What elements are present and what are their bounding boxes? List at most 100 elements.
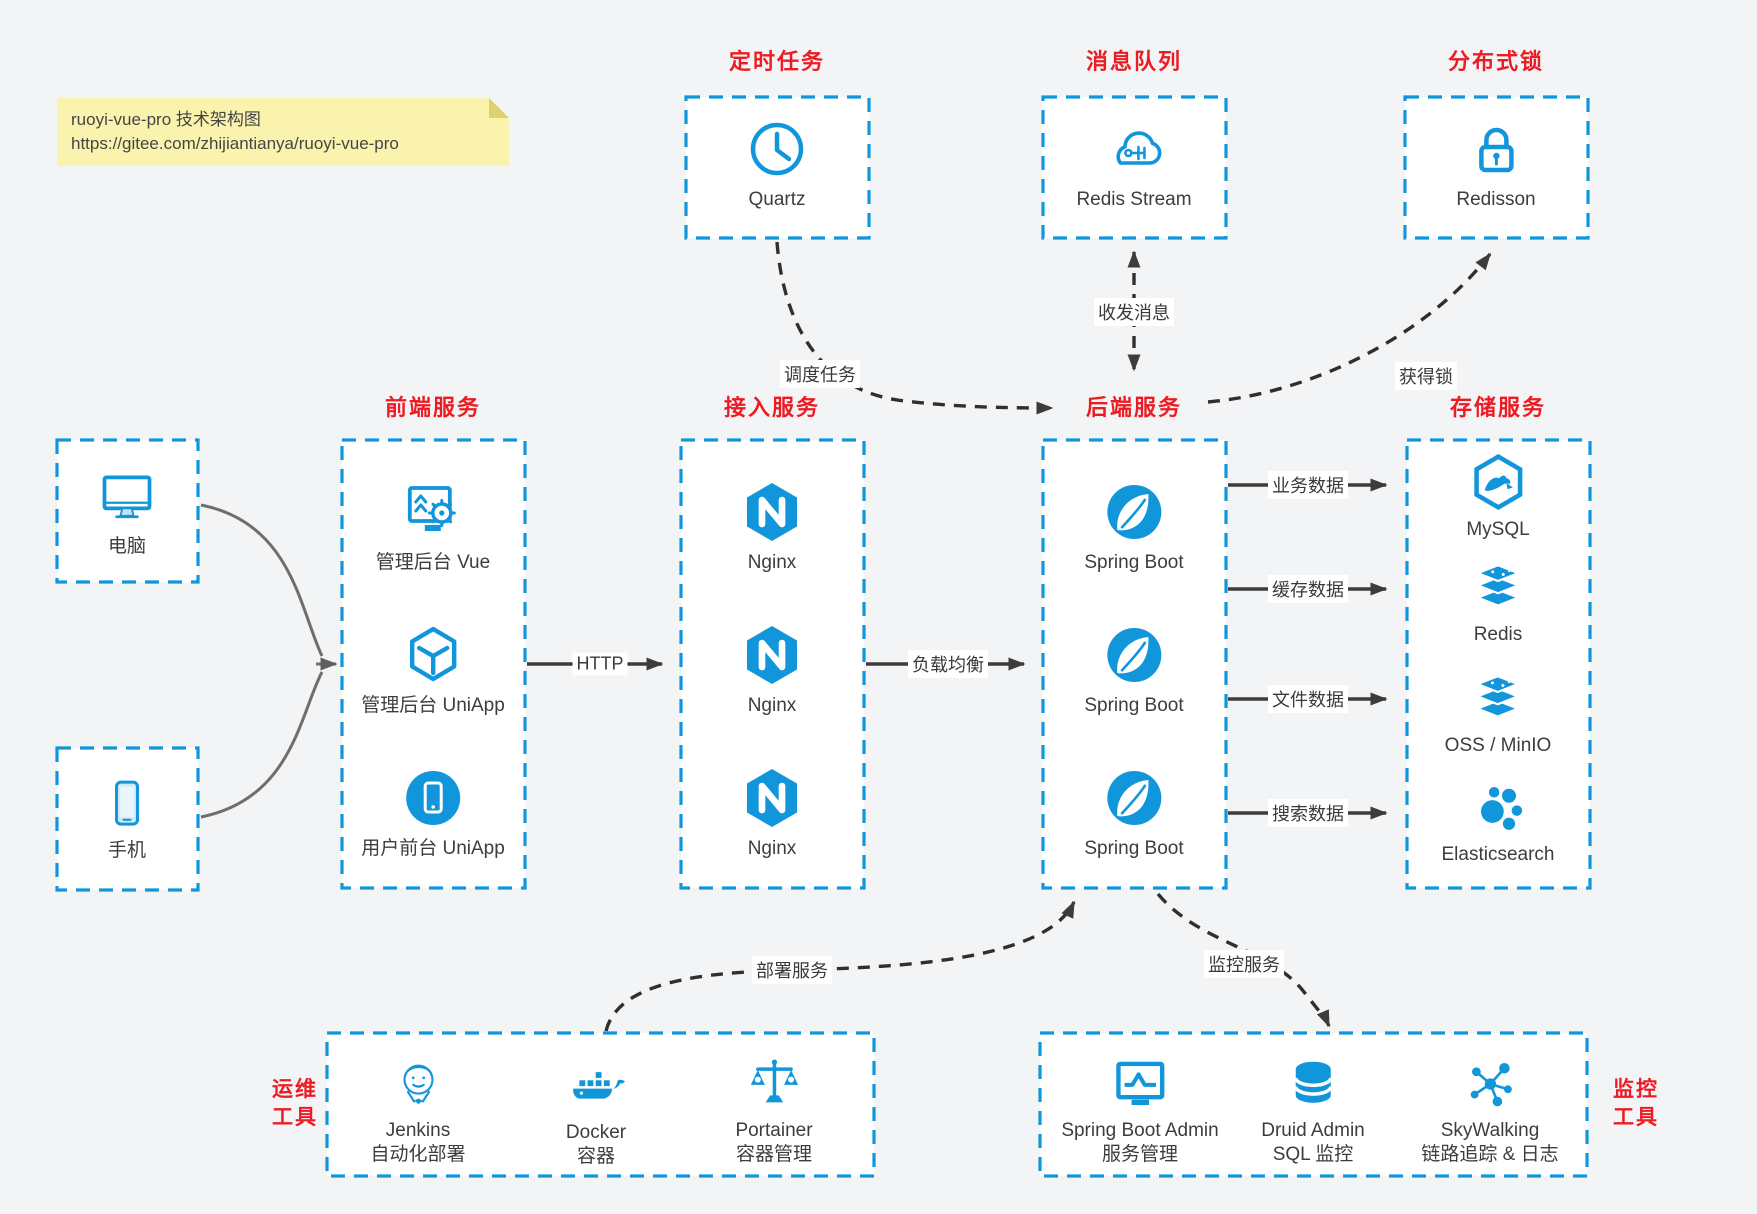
node-redisson[interactable]: Redisson xyxy=(1456,117,1536,212)
nginx-icon xyxy=(740,480,804,544)
title-ops-tools: 运维工具 xyxy=(272,1078,318,1129)
database-icon xyxy=(1285,1056,1341,1112)
node-label: Spring Boot xyxy=(1084,552,1184,573)
edge-label-load-balance: 负载均衡 xyxy=(908,650,988,678)
node-spring-boot-1[interactable]: Spring Boot xyxy=(1084,480,1184,575)
node-label: Druid Admin xyxy=(1261,1120,1365,1141)
phone-icon xyxy=(99,776,155,832)
node-elasticsearch[interactable]: Elasticsearch xyxy=(1442,780,1555,867)
title-frontend: 前端服务 xyxy=(384,395,482,420)
node-druid-admin[interactable]: Druid Admin SQL 监控 xyxy=(1261,1056,1365,1167)
spring-icon xyxy=(1102,766,1166,830)
node-label: Jenkins xyxy=(385,1120,451,1141)
node-desc: 自动化部署 xyxy=(370,1144,466,1165)
jenkins-icon xyxy=(390,1056,446,1112)
node-desc: 容器管理 xyxy=(735,1144,813,1165)
edge-acquire-lock xyxy=(1207,252,1492,404)
cloud-icon xyxy=(1102,117,1166,181)
node-label: 手机 xyxy=(107,840,146,861)
quartz-box-border xyxy=(684,95,871,240)
lock-icon xyxy=(1464,117,1528,181)
network-nodes-icon xyxy=(1462,1056,1518,1112)
monitor-chart-icon xyxy=(1112,1056,1168,1112)
spring-icon xyxy=(1102,480,1166,544)
note-url[interactable]: https://gitee.com/zhijiantianya/ruoyi-vu… xyxy=(71,134,399,153)
node-nginx-1[interactable]: Nginx xyxy=(740,480,804,575)
node-mobile-client[interactable]: 手机 xyxy=(99,776,155,863)
nginx-icon xyxy=(740,766,804,830)
node-label: Redis xyxy=(1473,624,1523,645)
node-oss-minio[interactable]: OSS / MinIO xyxy=(1444,671,1552,758)
edge-label-schedule-task: 调度任务 xyxy=(780,360,860,388)
title-distributed-lock: 分布式锁 xyxy=(1447,49,1545,74)
storage-stack-icon xyxy=(1470,671,1526,727)
node-user-uniapp[interactable]: 用户前台 UniApp xyxy=(361,766,505,861)
node-label: Quartz xyxy=(748,189,806,210)
node-spring-boot-3[interactable]: Spring Boot xyxy=(1084,766,1184,861)
note-fold-corner xyxy=(489,98,509,118)
edge-label-cache-data: 缓存数据 xyxy=(1268,575,1348,603)
edge-label-http: HTTP xyxy=(572,652,628,676)
node-jenkins[interactable]: Jenkins 自动化部署 xyxy=(370,1056,466,1167)
nginx-icon xyxy=(740,623,804,687)
elasticsearch-icon xyxy=(1470,780,1526,836)
node-label: 管理后台 Vue xyxy=(375,552,491,573)
node-nginx-3[interactable]: Nginx xyxy=(740,766,804,861)
portainer-icon xyxy=(746,1056,802,1112)
node-label: 电脑 xyxy=(107,536,146,557)
uniapp-cube-icon xyxy=(401,623,465,687)
edge-monitor xyxy=(1156,892,1331,1028)
node-portainer[interactable]: Portainer 容器管理 xyxy=(735,1056,813,1167)
mysql-icon xyxy=(1469,453,1527,511)
lock-box-border xyxy=(1403,95,1590,240)
edge-label-monitor: 监控服务 xyxy=(1204,950,1284,978)
node-quartz[interactable]: Quartz xyxy=(745,117,809,212)
node-label: OSS / MinIO xyxy=(1444,735,1552,756)
node-admin-uniapp[interactable]: 管理后台 UniApp xyxy=(361,623,505,718)
node-admin-vue[interactable]: 管理后台 Vue xyxy=(376,480,490,575)
node-redis-stream[interactable]: Redis Stream xyxy=(1076,117,1192,212)
admin-vue-icon xyxy=(401,480,465,544)
edge-pc-to-frontend xyxy=(200,503,324,657)
sticky-note: ruoyi-vue-pro 技术架构图 https://gitee.com/zh… xyxy=(57,98,509,166)
node-docker[interactable]: Docker 容器 xyxy=(566,1056,626,1169)
title-gateway: 接入服务 xyxy=(723,395,821,420)
title-monitoring-tools: 监控工具 xyxy=(1613,1078,1659,1129)
node-desc: 链路追踪 & 日志 xyxy=(1421,1144,1559,1165)
spring-icon xyxy=(1102,623,1166,687)
node-skywalking[interactable]: SkyWalking 链路追踪 & 日志 xyxy=(1421,1056,1559,1167)
node-label: Redisson xyxy=(1456,189,1536,210)
node-desc: 容器 xyxy=(576,1146,615,1167)
desktop-icon xyxy=(97,468,157,528)
node-label: 用户前台 UniApp xyxy=(361,838,505,859)
node-label: MySQL xyxy=(1466,519,1530,540)
node-label: Nginx xyxy=(747,695,797,716)
edge-label-message: 收发消息 xyxy=(1094,298,1174,326)
node-label: Docker xyxy=(565,1122,627,1143)
node-pc-client[interactable]: 电脑 xyxy=(97,468,157,559)
node-spring-boot-admin[interactable]: Spring Boot Admin 服务管理 xyxy=(1061,1056,1219,1167)
edge-label-search-data: 搜索数据 xyxy=(1268,799,1348,827)
node-nginx-2[interactable]: Nginx xyxy=(740,623,804,718)
node-spring-boot-2[interactable]: Spring Boot xyxy=(1084,623,1184,718)
node-redis[interactable]: Redis xyxy=(1470,560,1526,647)
node-label: Elasticsearch xyxy=(1441,844,1555,865)
note-title: ruoyi-vue-pro 技术架构图 xyxy=(71,110,261,129)
edge-deploy xyxy=(604,900,1076,1032)
edge-label-acquire-lock: 获得锁 xyxy=(1395,362,1457,390)
node-label: Nginx xyxy=(747,552,797,573)
title-scheduled-tasks: 定时任务 xyxy=(728,49,826,74)
node-label: Redis Stream xyxy=(1076,189,1192,210)
node-label: SkyWalking xyxy=(1440,1120,1540,1141)
node-mysql[interactable]: MySQL xyxy=(1466,453,1530,542)
edge-label-business-data: 业务数据 xyxy=(1268,471,1348,499)
node-label: 管理后台 UniApp xyxy=(361,695,505,716)
title-message-queue: 消息队列 xyxy=(1085,49,1183,74)
ops-box-border xyxy=(325,1031,876,1178)
clock-icon xyxy=(745,117,809,181)
node-label: Portainer xyxy=(735,1120,813,1141)
edge-label-deploy: 部署服务 xyxy=(752,956,832,984)
title-storage: 存储服务 xyxy=(1449,395,1547,420)
node-label: Spring Boot xyxy=(1084,695,1184,716)
